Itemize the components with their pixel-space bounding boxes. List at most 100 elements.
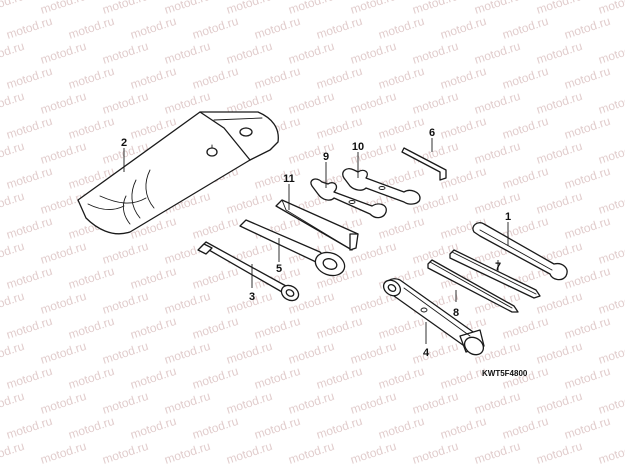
extension-bar-icon xyxy=(197,241,300,302)
watermark-text: motod.ru xyxy=(315,114,364,142)
watermark-text: motod.ru xyxy=(0,289,26,317)
watermark-text: motod.ru xyxy=(39,139,88,167)
watermark-text: motod.ru xyxy=(563,164,612,192)
watermark-text: motod.ru xyxy=(253,314,302,342)
watermark-text: motod.ru xyxy=(287,439,336,467)
watermark-text: motod.ru xyxy=(377,64,426,92)
watermark-text: motod.ru xyxy=(473,139,522,167)
watermark-text: motod.ru xyxy=(535,189,584,217)
watermark-text: motod.ru xyxy=(597,389,625,417)
watermark-text: motod.ru xyxy=(39,289,88,317)
watermark-text: motod.ru xyxy=(0,39,26,67)
watermark-text: motod.ru xyxy=(501,164,550,192)
watermark-text: motod.ru xyxy=(129,414,178,442)
hex-key-icon xyxy=(401,147,447,181)
watermark-text: motod.ru xyxy=(349,389,398,417)
watermark-text: motod.ru xyxy=(563,364,612,392)
watermark-text: motod.ru xyxy=(129,364,178,392)
watermark-text: motod.ru xyxy=(473,89,522,117)
watermark-text: motod.ru xyxy=(253,64,302,92)
watermark-text: motod.ru xyxy=(0,0,26,17)
watermark-text: motod.ru xyxy=(473,389,522,417)
watermark-text: motod.ru xyxy=(597,239,625,267)
callout-1: 1 xyxy=(505,211,511,223)
callout-4: 4 xyxy=(423,347,430,359)
watermark-text: motod.ru xyxy=(225,339,274,367)
watermark-text: motod.ru xyxy=(39,89,88,117)
watermark-text: motod.ru xyxy=(101,239,150,267)
watermark-text: motod.ru xyxy=(411,339,460,367)
watermark-text: motod.ru xyxy=(39,39,88,67)
watermark-text: motod.ru xyxy=(597,139,625,167)
watermark-text: motod.ru xyxy=(563,64,612,92)
watermark-text: motod.ru xyxy=(563,114,612,142)
watermark-text: motod.ru xyxy=(67,264,116,292)
callout-labels: 2 3 4 5 6 7 8 9 10 11 1 xyxy=(121,127,511,359)
watermark-text: motod.ru xyxy=(39,439,88,467)
spark-plug-wrench-icon xyxy=(382,278,485,356)
watermark-text: motod.ru xyxy=(411,89,460,117)
diagram-code: KWT5F4800 xyxy=(482,369,528,378)
callout-2: 2 xyxy=(121,137,127,149)
watermark-text: motod.ru xyxy=(377,314,426,342)
watermark-text: motod.ru xyxy=(535,439,584,467)
watermark-text: motod.ru xyxy=(535,339,584,367)
watermark-text: motod.ru xyxy=(287,389,336,417)
watermark-text: motod.ru xyxy=(67,364,116,392)
watermark-text: motod.ru xyxy=(411,139,460,167)
watermark-text: motod.ru xyxy=(5,14,54,42)
watermark-text: motod.ru xyxy=(439,64,488,92)
watermark-text: motod.ru xyxy=(191,314,240,342)
watermark-text: motod.ru xyxy=(563,414,612,442)
watermark-text: motod.ru xyxy=(315,364,364,392)
watermark-text: motod.ru xyxy=(535,39,584,67)
callout-3: 3 xyxy=(249,291,255,303)
watermark-text: motod.ru xyxy=(287,39,336,67)
watermark-text: motod.ru xyxy=(501,414,550,442)
watermark-text: motod.ru xyxy=(0,239,26,267)
watermark-text: motod.ru xyxy=(377,114,426,142)
watermark-text: motod.ru xyxy=(597,439,625,467)
watermark-text: motod.ru xyxy=(287,339,336,367)
watermark-text: motod.ru xyxy=(563,214,612,242)
callout-11: 11 xyxy=(283,173,295,185)
watermark-text: motod.ru xyxy=(349,39,398,67)
watermark-text: motod.ru xyxy=(5,314,54,342)
watermark-text: motod.ru xyxy=(67,14,116,42)
watermark-text: motod.ru xyxy=(67,64,116,92)
watermark-text: motod.ru xyxy=(101,389,150,417)
ring-spanner-icon xyxy=(239,219,346,277)
watermark-text: motod.ru xyxy=(501,114,550,142)
watermark-text: motod.ru xyxy=(501,314,550,342)
watermark-text: motod.ru xyxy=(191,14,240,42)
watermark-text: motod.ru xyxy=(163,339,212,367)
watermark-text: motod.ru xyxy=(349,339,398,367)
watermark-text: motod.ru xyxy=(67,414,116,442)
watermark-text: motod.ru xyxy=(597,339,625,367)
screwdriver-icon xyxy=(449,249,541,299)
watermark-text: motod.ru xyxy=(287,89,336,117)
watermark-text: motod.ru xyxy=(101,39,150,67)
watermark-text: motod.ru xyxy=(5,114,54,142)
watermark-text: motod.ru xyxy=(163,439,212,467)
watermark-text: motod.ru xyxy=(349,439,398,467)
callout-7: 7 xyxy=(495,261,501,273)
watermark-text: motod.ru xyxy=(439,364,488,392)
watermark-text: motod.ru xyxy=(129,264,178,292)
callout-9: 9 xyxy=(323,151,329,163)
watermark-text: motod.ru xyxy=(39,239,88,267)
watermark-text: motod.ru xyxy=(101,339,150,367)
watermark-text: motod.ru xyxy=(597,89,625,117)
watermark-text: motod.ru xyxy=(377,214,426,242)
watermark-text: motod.ru xyxy=(101,439,150,467)
watermark-text: motod.ru xyxy=(411,439,460,467)
watermark-text: motod.ru xyxy=(129,314,178,342)
watermark-text: motod.ru xyxy=(5,264,54,292)
tool-bag-icon xyxy=(77,111,279,235)
screwdriver-icon xyxy=(427,259,519,313)
watermark-text: motod.ru xyxy=(501,14,550,42)
watermark-text: motod.ru xyxy=(0,189,26,217)
callout-5: 5 xyxy=(276,263,282,275)
watermark-text: motod.ru xyxy=(535,139,584,167)
